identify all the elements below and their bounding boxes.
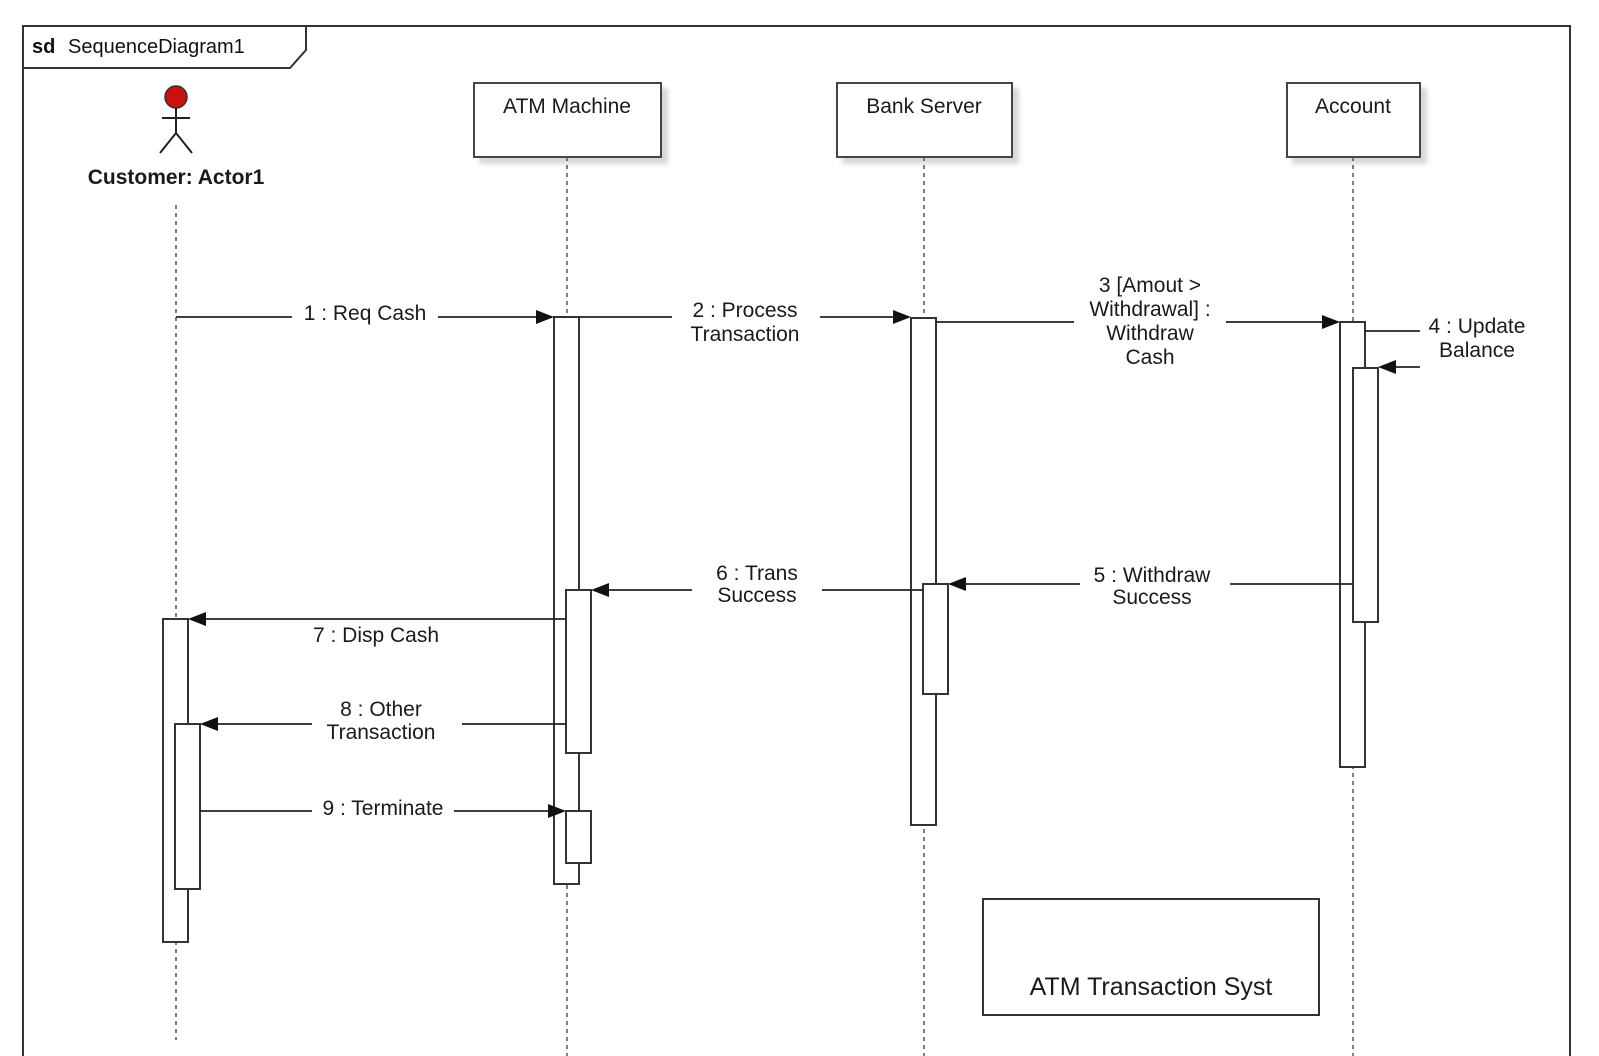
arrowhead-m6-icon	[591, 583, 609, 597]
arrowhead-m9-icon	[548, 804, 566, 818]
activation-customer-2[interactable]	[174, 723, 201, 890]
lifeline-account-label: Account	[1315, 95, 1391, 118]
message-m5-label-line2[interactable]: Success	[1112, 586, 1191, 609]
lifeline-atm-head[interactable]: ATM Machine	[473, 82, 662, 158]
lifeline-atm-label: ATM Machine	[503, 95, 631, 118]
message-m2-label-line2[interactable]: Transaction	[691, 323, 800, 346]
lifeline-bank-label: Bank Server	[866, 95, 982, 118]
message-m8-label-line1[interactable]: 8 : Other	[340, 698, 422, 721]
lifeline-bank-head[interactable]: Bank Server	[836, 82, 1013, 158]
arrowhead-m3-icon	[1322, 315, 1340, 329]
activation-bank-2[interactable]	[922, 583, 949, 695]
message-m9-label[interactable]: 9 : Terminate	[322, 797, 443, 820]
message-m8-label-line2[interactable]: Transaction	[327, 721, 436, 744]
message-m6-label-line2[interactable]: Success	[717, 584, 796, 607]
activation-atm-2[interactable]	[565, 589, 592, 754]
actor-head-icon	[164, 85, 188, 109]
lifeline-account-head[interactable]: Account	[1286, 82, 1421, 158]
arrowhead-m1-icon	[536, 310, 554, 324]
arrowhead-m2-icon	[893, 310, 911, 324]
message-m3-label-line1[interactable]: 3 [Amout >	[1099, 274, 1201, 297]
message-m6-label-line1[interactable]: 6 : Trans	[716, 562, 798, 585]
activation-atm-3[interactable]	[565, 810, 592, 864]
arrowhead-m4-icon	[1378, 360, 1396, 374]
note-text: ATM Transaction Syst	[1030, 973, 1273, 1001]
message-m7-label[interactable]: 7 : Disp Cash	[313, 624, 439, 647]
arrowhead-m7-icon	[188, 612, 206, 626]
arrowhead-m5-icon	[948, 577, 966, 591]
message-m2-label-line1[interactable]: 2 : Process	[692, 299, 797, 322]
actor-customer[interactable]: Customer: Actor1	[88, 85, 265, 189]
frame-keyword: sd	[32, 36, 55, 58]
arrowhead-m8-icon	[200, 717, 218, 731]
activation-bank-1[interactable]	[910, 317, 937, 826]
message-m5-label-line1[interactable]: 5 : Withdraw	[1094, 564, 1212, 587]
message-m3-label-line2[interactable]: Withdrawal] :	[1089, 298, 1210, 321]
note-box[interactable]: ATM Transaction Syst	[982, 898, 1320, 1016]
actor-label: Customer: Actor1	[88, 166, 265, 189]
message-m3-label-line4[interactable]: Cash	[1125, 346, 1174, 369]
message-m3-label-line3[interactable]: Withdraw	[1106, 322, 1194, 345]
diagram-frame: sd SequenceDiagram1	[22, 25, 1571, 1056]
frame-name: SequenceDiagram1	[68, 36, 245, 58]
message-m1-label[interactable]: 1 : Req Cash	[304, 302, 427, 325]
message-m4-label-line2[interactable]: Balance	[1439, 339, 1515, 362]
message-m4-label-line1[interactable]: 4 : Update	[1429, 315, 1526, 338]
activation-account-2[interactable]	[1352, 367, 1379, 623]
frame-tab	[22, 25, 307, 69]
